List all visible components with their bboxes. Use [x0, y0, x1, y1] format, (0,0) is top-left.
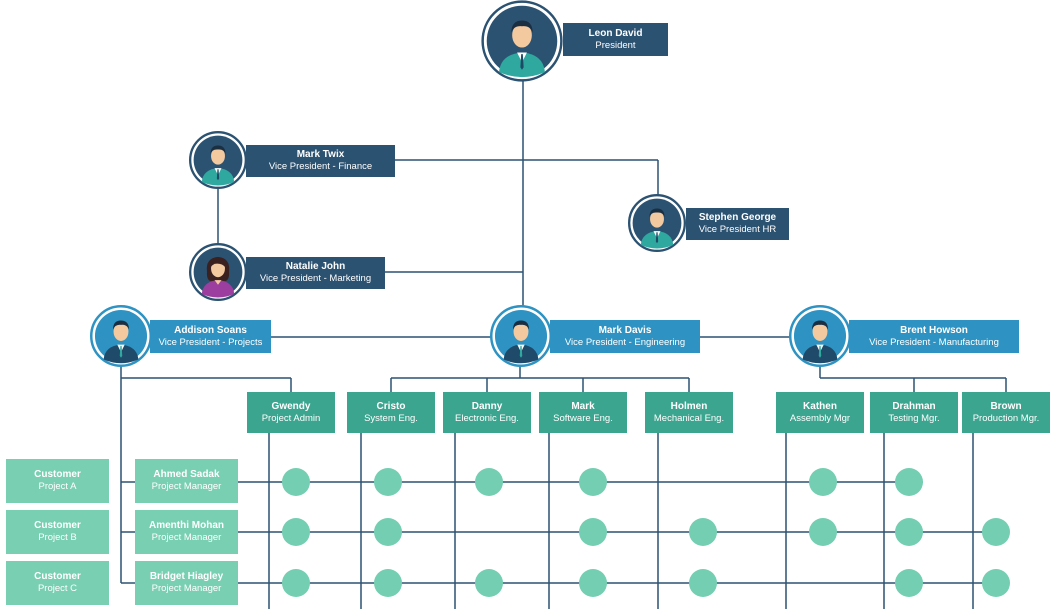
assignment-dot	[982, 569, 1010, 597]
customer-project: Project B	[38, 532, 77, 543]
assignment-dot	[895, 518, 923, 546]
manager-box: Ahmed Sadak Project Manager	[135, 459, 238, 503]
dept-box: Mark Software Eng.	[539, 392, 627, 433]
dept-box: Holmen Mechanical Eng.	[645, 392, 733, 433]
dept-name: Drahman	[892, 400, 936, 412]
dept-box: Danny Electronic Eng.	[443, 392, 531, 433]
dept-title: System Eng.	[364, 412, 418, 424]
assignment-dot	[689, 569, 717, 597]
customer-box: Customer Project A	[6, 459, 109, 503]
vp-manufacturing-name: Brent Howson	[900, 324, 968, 336]
assignment-dot	[982, 518, 1010, 546]
assignment-dot	[374, 569, 402, 597]
customer-name: Customer	[34, 469, 81, 480]
assignment-dot	[579, 468, 607, 496]
vp-hr-title: Vice President HR	[698, 224, 777, 235]
vp-manufacturing-title: Vice President - Manufacturing	[869, 336, 999, 348]
manager-name: Bridget Hiagley	[149, 571, 224, 582]
manager-name: Amenthi Mohan	[149, 520, 224, 531]
dept-name: Kathen	[803, 400, 837, 412]
assignment-dot	[374, 518, 402, 546]
assignment-dot	[895, 569, 923, 597]
vp-hr-card: Stephen George Vice President HR	[686, 208, 789, 240]
dept-box: Drahman Testing Mgr.	[870, 392, 958, 433]
assignment-dot	[282, 569, 310, 597]
manager-box: Amenthi Mohan Project Manager	[135, 510, 238, 554]
vp-engineering-title: Vice President - Engineering	[564, 336, 686, 348]
mark-davis-avatar	[490, 305, 552, 367]
dept-title: Electronic Eng.	[455, 412, 519, 424]
dept-title: Assembly Mgr	[789, 412, 851, 424]
dept-name: Holmen	[670, 400, 708, 412]
vp-marketing-name: Natalie John	[285, 261, 346, 272]
assignment-dot	[475, 468, 503, 496]
dept-title: Software Eng.	[553, 412, 613, 424]
vp-projects-name: Addison Soans	[174, 324, 247, 336]
vp-marketing-title: Vice President - Marketing	[259, 273, 372, 284]
female-avatar-icon	[189, 243, 247, 301]
customer-name: Customer	[34, 520, 81, 531]
assignment-dot	[282, 518, 310, 546]
dept-name: Mark	[571, 400, 595, 412]
male-avatar-icon	[481, 0, 563, 82]
president-title: President	[595, 39, 636, 51]
manager-box: Bridget Hiagley Project Manager	[135, 561, 238, 605]
vp-projects-card: Addison Soans Vice President - Projects	[150, 320, 271, 353]
dept-box: Kathen Assembly Mgr	[776, 392, 864, 433]
customer-box: Customer Project C	[6, 561, 109, 605]
assignment-dot	[374, 468, 402, 496]
customer-name: Customer	[34, 571, 81, 582]
dept-name: Brown	[990, 400, 1022, 412]
vp-projects-title: Vice President - Projects	[158, 336, 263, 348]
assignment-dot	[895, 468, 923, 496]
dept-name: Cristo	[376, 400, 406, 412]
president-name: Leon David	[588, 27, 643, 39]
dept-title: Project Admin	[261, 412, 321, 424]
male-avatar-icon	[789, 305, 851, 367]
manager-title: Project Manager	[151, 583, 222, 594]
vp-manufacturing-card: Brent Howson Vice President - Manufactur…	[849, 320, 1019, 353]
manager-name: Ahmed Sadak	[153, 469, 220, 480]
male-avatar-icon	[189, 131, 247, 189]
customer-box: Customer Project B	[6, 510, 109, 554]
dept-box: Brown Production Mgr.	[962, 392, 1050, 433]
assignment-dot	[689, 518, 717, 546]
vp-marketing-card: Natalie John Vice President - Marketing	[246, 257, 385, 289]
addison-soans-avatar	[90, 305, 152, 367]
male-avatar-icon	[628, 194, 686, 252]
natalie-john-avatar	[189, 243, 247, 301]
vp-hr-name: Stephen George	[698, 212, 777, 223]
brent-howson-avatar	[789, 305, 851, 367]
dept-title: Mechanical Eng.	[653, 412, 725, 424]
dept-title: Production Mgr.	[972, 412, 1040, 424]
president-card: Leon David President	[563, 23, 668, 56]
mark-twix-avatar	[189, 131, 247, 189]
assignment-dot	[809, 518, 837, 546]
assignment-dot	[579, 518, 607, 546]
vp-finance-card: Mark Twix Vice President - Finance	[246, 145, 395, 177]
vp-finance-title: Vice President - Finance	[268, 161, 373, 172]
stephen-george-avatar	[628, 194, 686, 252]
vp-finance-name: Mark Twix	[296, 149, 345, 160]
assignment-dot	[579, 569, 607, 597]
customer-project: Project C	[37, 583, 78, 594]
vp-engineering-name: Mark Davis	[598, 324, 652, 336]
assignment-dot	[809, 468, 837, 496]
vp-engineering-card: Mark Davis Vice President - Engineering	[550, 320, 700, 353]
assignment-dot	[282, 468, 310, 496]
manager-title: Project Manager	[151, 532, 222, 543]
dept-box: Cristo System Eng.	[347, 392, 435, 433]
manager-title: Project Manager	[151, 481, 222, 492]
male-avatar-icon	[490, 305, 552, 367]
dept-box: Gwendy Project Admin	[247, 392, 335, 433]
assignment-dot	[475, 569, 503, 597]
male-avatar-icon	[90, 305, 152, 367]
dept-name: Danny	[471, 400, 503, 412]
customer-project: Project A	[38, 481, 77, 492]
president-avatar	[481, 0, 563, 82]
dept-title: Testing Mgr.	[888, 412, 940, 424]
dept-name: Gwendy	[271, 400, 311, 412]
